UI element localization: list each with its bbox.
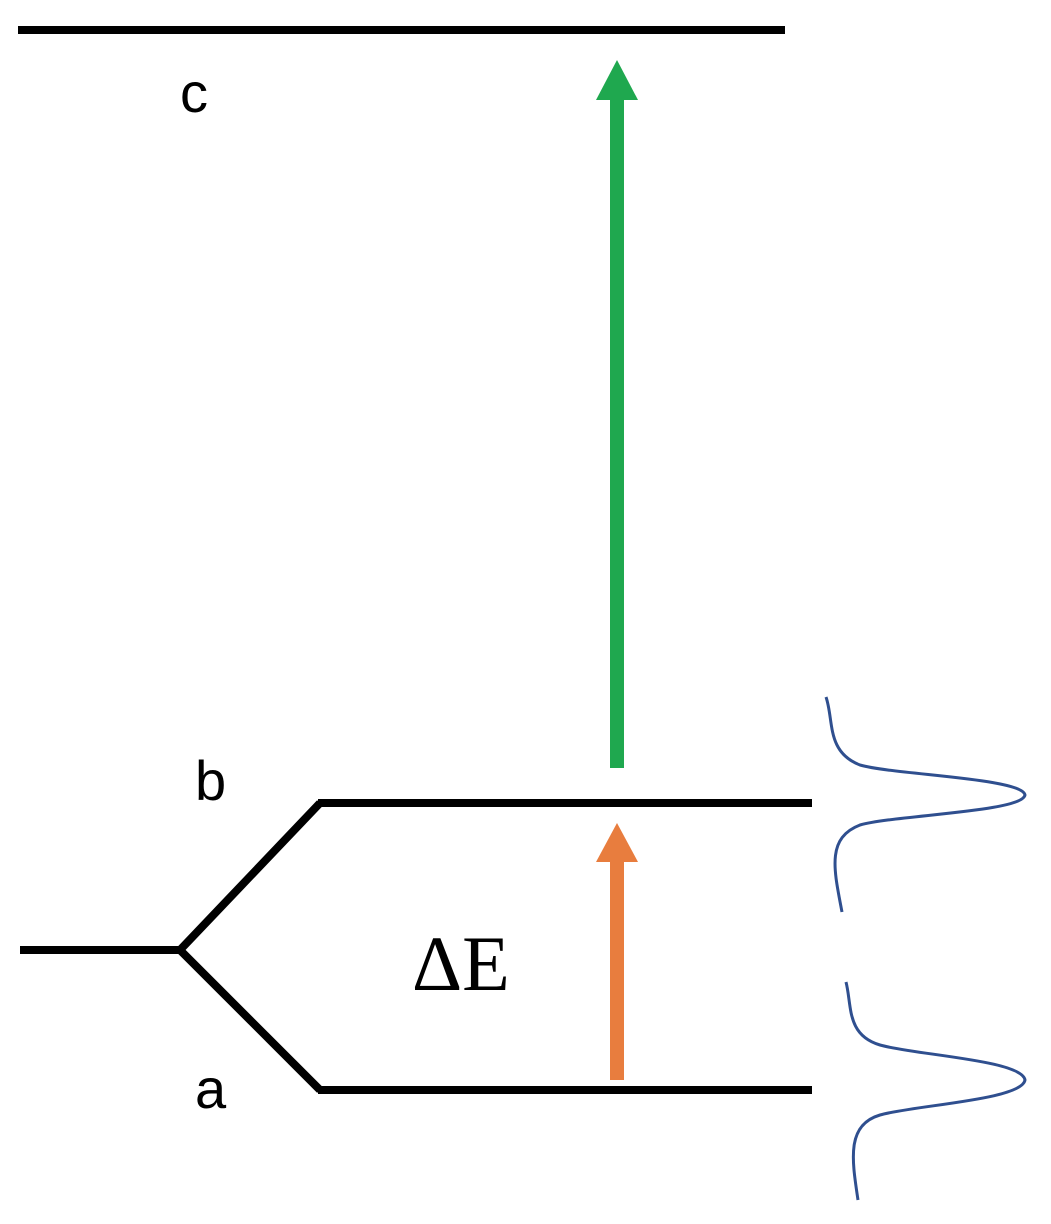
lineshape-curve-upper	[824, 696, 1027, 913]
split-branch-lower	[177, 947, 323, 1093]
lineshape-curve-lower	[844, 981, 1027, 1201]
energy-gap-label: ΔE	[412, 920, 510, 1007]
level-c-label: c	[180, 61, 208, 124]
level-a-label: a	[195, 1057, 227, 1120]
transition-arrow-orange-head	[596, 823, 638, 862]
level-b-label: b	[195, 749, 226, 812]
split-branch-upper	[20, 800, 323, 954]
transition-arrow-green-head	[596, 60, 638, 100]
